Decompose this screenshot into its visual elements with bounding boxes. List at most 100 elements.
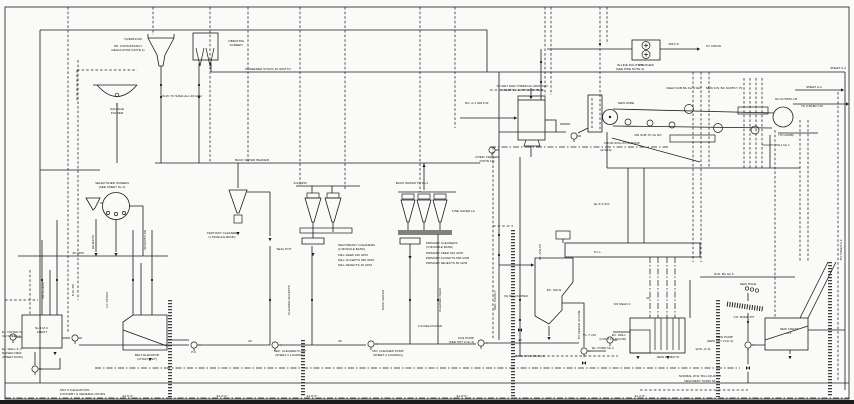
label-27: PRIMARY REJECTS 50 GPM xyxy=(426,261,468,265)
label-48: EL 6'-5 3/4" xyxy=(594,202,610,206)
label-79: FAN PUMP xyxy=(458,336,474,340)
label-100: B.W. 2% xyxy=(71,284,75,296)
label-96: EL 8'-0" xyxy=(307,394,318,398)
table-roll xyxy=(713,123,723,133)
piping-dashed xyxy=(5,7,849,399)
label-34: (NOTE 10) xyxy=(480,159,495,163)
label-32: NO. A-1 40# F.W. xyxy=(465,101,489,105)
label-19: (2 MODULE BANK) xyxy=(338,247,365,251)
label-73: (S) RELOCATED xyxy=(504,294,528,298)
table-roll xyxy=(624,118,632,126)
label-70: NORMAL W.W. B/L LIQUID AT xyxy=(679,374,721,378)
label-7: SALVAGE xyxy=(110,107,124,111)
label-63: (NEW SHT 2 No 4) xyxy=(707,339,733,343)
label-46: COUCH ROLL No 1 xyxy=(762,143,790,147)
label-97: EL 8'-6" xyxy=(457,394,468,398)
salvage-pulper xyxy=(93,84,138,106)
label-56: SHEET A-3 xyxy=(830,66,846,70)
label-42: SHEET A-2 xyxy=(806,85,822,89)
label-29: BACK WATER TO No 2 xyxy=(396,181,429,185)
label-25: PRIMARY FEED 610 GPM xyxy=(426,251,463,255)
label-68: V.L.T. NO xyxy=(583,333,597,337)
label-40: FEED SUB B/L No 5 SET xyxy=(666,86,701,90)
label-72: (NEW A/S STOCK)-S xyxy=(515,354,545,358)
label-9: SELECTIFIER SCREEN xyxy=(95,181,129,185)
label-61: A-2 xyxy=(787,331,792,335)
label-55: ST. DRAIN xyxy=(706,44,721,48)
label-50: CL. A/SLTS xyxy=(538,244,542,260)
label-98: EL 2'-6" xyxy=(635,394,646,398)
label-35: FROM SOLUTION PUMP xyxy=(604,141,640,145)
label-103: BACK WATER xyxy=(381,289,385,310)
label-90: RAISED NEW xyxy=(2,351,22,355)
label-80: (SEE SHT 2 No 4) xyxy=(449,340,474,344)
pump xyxy=(31,365,43,376)
label-33: CHEM. FEEDER xyxy=(475,155,499,159)
label-38: (SEE PIPE NOTE 4) xyxy=(616,67,644,71)
wire-turning-roll xyxy=(750,125,760,135)
label-53: STRAINER xyxy=(638,63,654,67)
vibrating-screen xyxy=(192,32,219,67)
label-105: MILL SUPPLY xyxy=(493,290,497,310)
label-57: B.W. B/L No 5 xyxy=(714,272,734,276)
pump xyxy=(744,341,756,352)
match-lines xyxy=(168,230,832,397)
breast-roll xyxy=(602,109,618,125)
label-51: EX. SOLN xyxy=(547,288,561,292)
label-41: NEW F.W. B/L SUPPLY 70 xyxy=(706,86,743,90)
label-91: (SHEET NOW) xyxy=(2,355,23,359)
valve-dots xyxy=(40,42,750,324)
label-75: SEC. CLEANER PUMP xyxy=(274,349,307,353)
label-47: MN SUB TO 1A NO xyxy=(634,133,662,137)
label-93: FOUNDRY & GENERAL NOTES xyxy=(60,392,105,396)
label-94: EL 5'-0" xyxy=(123,394,134,398)
label-30: TO WET END CHEMICAL ADDITION xyxy=(496,84,548,88)
label-21: MILL ACCEPTS 380 GPM xyxy=(338,258,374,262)
duplex-strainer xyxy=(631,39,661,61)
label-49: P.L.L. xyxy=(594,250,602,254)
label-65: (CONT 2' LIQUOR) xyxy=(599,337,626,341)
label-45: (TO A/M/B) xyxy=(778,133,793,137)
label-88: ON SHEET 2 xyxy=(2,334,21,338)
label-0: OVERFLOW xyxy=(124,37,142,41)
label-77: PRI. CLEANER PUMP xyxy=(372,349,403,353)
label-76: (SHEET 2 LOADING) xyxy=(275,353,305,357)
label-107: 40' xyxy=(248,339,252,343)
label-89: EL. WALL 3'-4" xyxy=(2,347,23,351)
label-109: 40' xyxy=(518,338,522,342)
label-31: (SHEETS 2 & PIPING NOTES) xyxy=(501,88,544,92)
chemical-silo xyxy=(517,95,546,147)
label-13: 30 GPM xyxy=(72,251,84,255)
label-101: L.P. STOCK xyxy=(105,291,109,309)
label-104: CLEANER FEED xyxy=(438,287,442,311)
pump xyxy=(71,334,83,345)
label-58: NEW HOLE xyxy=(740,282,757,286)
fan-pump xyxy=(570,132,582,143)
couch-pit xyxy=(122,314,168,351)
label-43: NO A/75/MC-LB xyxy=(775,97,797,101)
label-26: PRIMARY ACCEPTS 560 GPM xyxy=(426,256,470,260)
label-2: REGULATOR (NOTE 4) xyxy=(111,48,144,52)
label-1: HD. CONSISTENCY xyxy=(114,44,143,48)
label-5: SCREEN xyxy=(230,43,243,47)
label-87: EL. NOTED IN xyxy=(2,330,22,334)
label-18: SECONDARY CLEANERS xyxy=(338,243,375,247)
label-92: MKT # 8 ELEVATION xyxy=(60,388,89,392)
table-roll xyxy=(668,121,676,129)
label-59: CO. BORE PIT xyxy=(734,315,755,319)
label-67: W.W. (A-2) xyxy=(696,347,711,351)
label-28: FINE SAVER 1A xyxy=(452,209,476,213)
label-36: (E 5/16) xyxy=(600,148,611,152)
flow-arrows xyxy=(53,47,850,362)
label-74: 2-S RELOCATED xyxy=(418,324,443,328)
label-111: 210 GPM xyxy=(293,181,306,185)
label-102: CLEANER ACCEPTS xyxy=(287,285,291,315)
label-14: BACK WATER HEADER xyxy=(235,158,270,162)
overflow-cone-vessel xyxy=(147,34,175,67)
label-23: PRIMARY CLEANERS xyxy=(426,241,458,245)
label-110: 40' xyxy=(646,296,650,300)
label-12: ACCEPTS 4% xyxy=(143,230,147,250)
